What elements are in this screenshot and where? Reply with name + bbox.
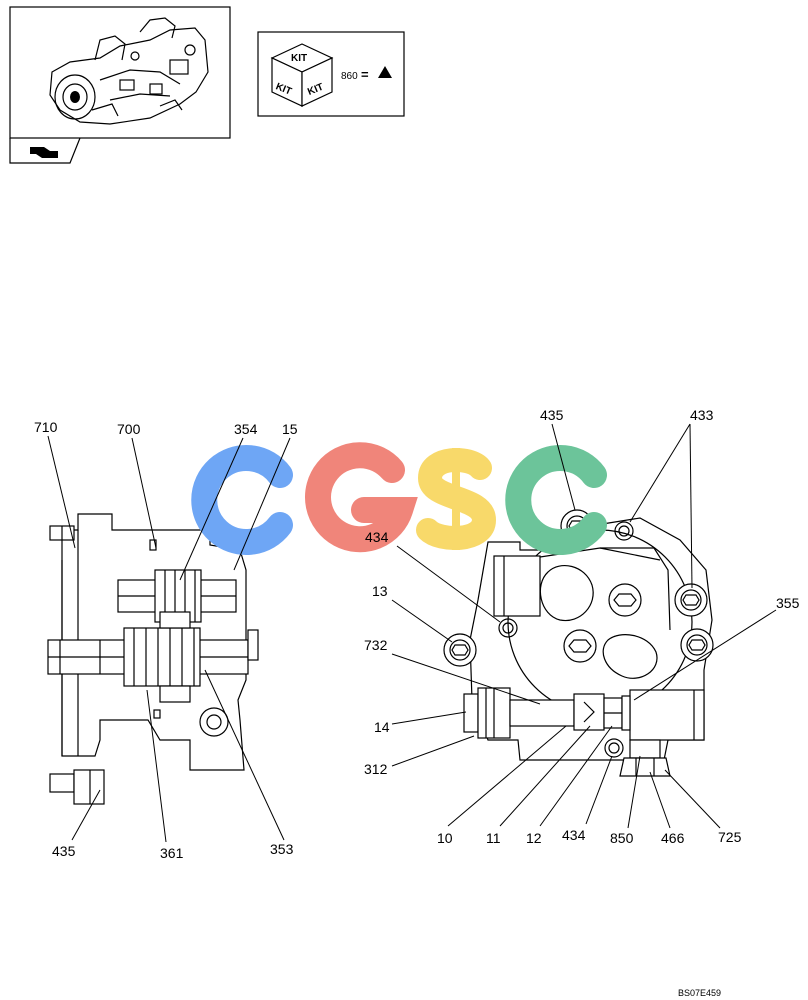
pump-assembly-sketch <box>49 17 209 125</box>
spring-732 <box>509 699 575 727</box>
kit-text-top: KIT <box>291 53 307 64</box>
callout-850: 850 <box>610 830 634 846</box>
pump-thumbnail <box>9 6 231 164</box>
callout-732: 732 <box>364 637 388 653</box>
kit-cube-icon: KIT KIT KIT <box>270 43 334 107</box>
watermark-letter-g <box>305 442 418 553</box>
callout-353: 353 <box>270 841 294 857</box>
bolt-hole-434-upper <box>498 618 518 638</box>
watermark-letter-c2 <box>505 445 607 555</box>
thumbnail-frame <box>9 6 231 139</box>
nut-bottom <box>73 769 105 805</box>
front-face-view <box>443 509 714 777</box>
arrow-book-icon <box>30 147 58 158</box>
callout-433: 433 <box>690 407 714 423</box>
kit-legend: KIT KIT KIT 860 = <box>257 31 405 117</box>
callout-12: 12 <box>526 830 542 846</box>
callout-434-lower: 434 <box>562 827 586 843</box>
drawing-code: BS07E459 <box>678 988 721 998</box>
callout-725: 725 <box>718 829 742 845</box>
callout-435-left: 435 <box>52 843 76 859</box>
spool-11 <box>573 693 605 731</box>
callout-355: 355 <box>776 595 800 611</box>
callout-15: 15 <box>282 421 298 437</box>
callout-434-upper: 434 <box>365 529 389 545</box>
bolt-433-right <box>674 583 708 617</box>
callout-11: 11 <box>486 830 501 846</box>
lower-bore <box>563 629 597 663</box>
plug-14 <box>463 693 479 733</box>
leader-lines <box>47 423 777 843</box>
triangle-icon <box>378 66 392 78</box>
thumbnail-tab <box>9 137 81 164</box>
callout-361: 361 <box>160 845 184 861</box>
bolt-13 <box>443 633 477 667</box>
callout-labels: 710 700 354 15 435 361 353 435 433 434 1… <box>34 407 800 861</box>
port-hole <box>199 707 229 737</box>
callout-466: 466 <box>661 830 685 846</box>
bolt-hole-434-lower <box>604 738 624 758</box>
callout-700: 700 <box>117 421 141 437</box>
upper-bore <box>608 583 642 617</box>
bolt-355-right <box>680 628 714 662</box>
left-port-block <box>493 555 541 617</box>
side-section-view <box>47 513 259 805</box>
watermark-letter-c1 <box>191 445 293 555</box>
fitting-850 <box>629 739 661 759</box>
watermark-letter-s <box>416 448 497 550</box>
ring-355 <box>621 695 631 731</box>
kit-ref-number: 860 <box>341 71 358 82</box>
stud-bottom <box>49 773 75 793</box>
callout-710: 710 <box>34 419 58 435</box>
right-port-block <box>629 689 705 741</box>
callout-14: 14 <box>374 719 390 735</box>
callout-13: 13 <box>372 583 388 599</box>
bolt-hole-433-upper <box>614 521 634 541</box>
callout-10: 10 <box>437 830 453 846</box>
gear-lobe-upper <box>539 564 594 622</box>
relief-valve-assembly <box>463 687 631 739</box>
lower-gear <box>123 627 201 687</box>
bottom-fitting <box>619 739 671 777</box>
gear-lobe-lower <box>602 634 658 679</box>
nut-466 <box>619 757 671 777</box>
callout-435-top: 435 <box>540 407 564 423</box>
kit-legend-frame <box>257 31 405 117</box>
callout-312: 312 <box>364 761 388 777</box>
cgsc-watermark <box>191 442 607 555</box>
kit-equals-sign: = <box>361 67 369 82</box>
callout-354: 354 <box>234 421 258 437</box>
